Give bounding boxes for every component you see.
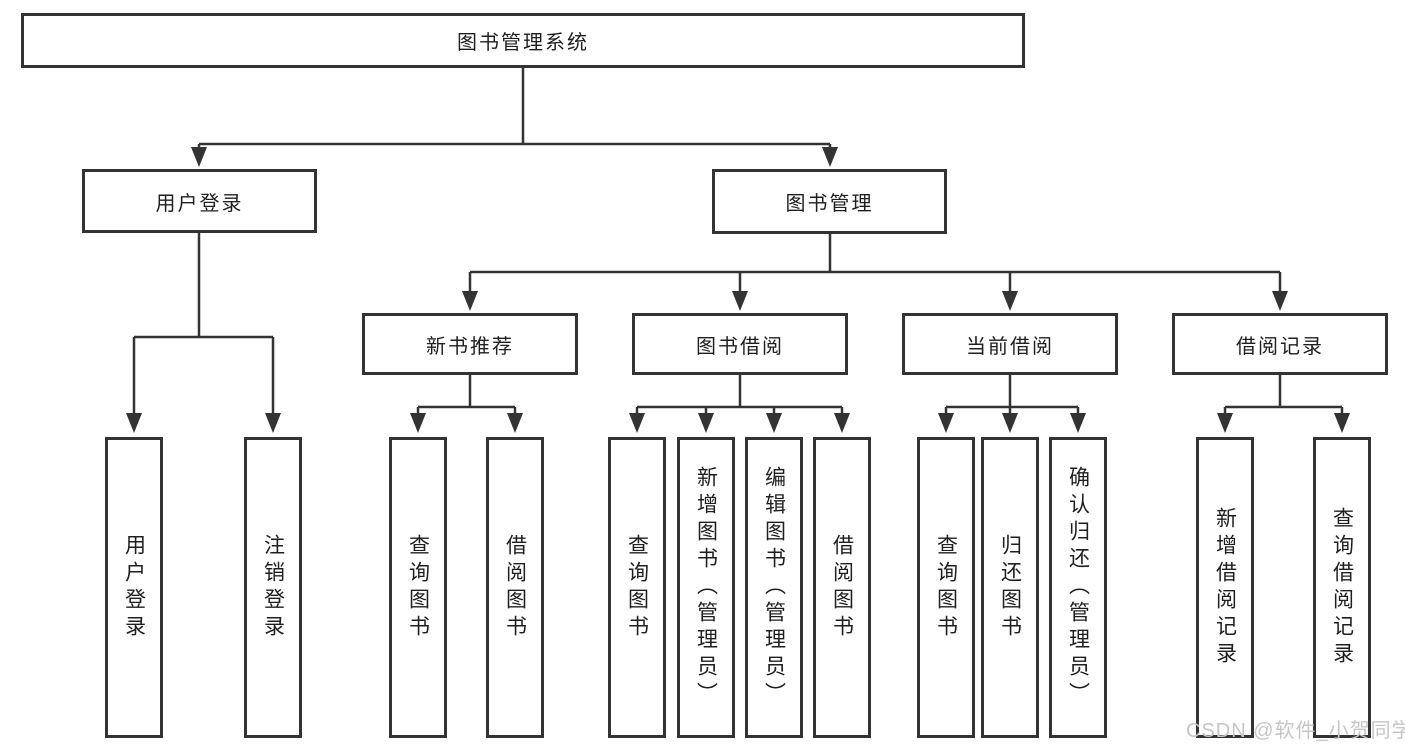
node-cb-return-label: 归还图书 <box>998 533 1022 642</box>
node-cb-query: 查询图书 <box>917 437 975 738</box>
node-user-login: 用户登录 <box>82 169 317 233</box>
node-borrow-record-label: 借阅记录 <box>1236 335 1324 358</box>
node-bb-edit-label: 编辑图书（管理员） <box>762 466 786 709</box>
node-nb-query-label: 查询图书 <box>406 533 430 642</box>
node-new-book: 新书推荐 <box>362 313 578 375</box>
node-nb-borrow-label: 借阅图书 <box>503 533 527 642</box>
node-login: 用户登录 <box>105 437 163 738</box>
node-bb-query: 查询图书 <box>608 437 666 738</box>
node-logout-label: 注销登录 <box>261 533 285 642</box>
node-current-borrow: 当前借阅 <box>902 313 1118 375</box>
node-book-borrow-label: 图书借阅 <box>696 335 784 358</box>
node-cb-confirm-label: 确认归还（管理员） <box>1066 466 1090 709</box>
node-bb-add-label: 新增图书（管理员） <box>694 466 718 709</box>
node-nb-query: 查询图书 <box>389 437 447 738</box>
node-bb-add: 新增图书（管理员） <box>677 437 735 738</box>
node-br-add-label: 新增借阅记录 <box>1213 506 1237 669</box>
node-br-add: 新增借阅记录 <box>1196 437 1254 738</box>
node-br-query-label: 查询借阅记录 <box>1330 506 1354 669</box>
node-root: 图书管理系统 <box>21 13 1025 68</box>
node-cb-confirm: 确认归还（管理员） <box>1049 437 1107 738</box>
node-book-borrow: 图书借阅 <box>632 313 848 375</box>
node-cb-return: 归还图书 <box>981 437 1039 738</box>
node-bb-borrow-label: 借阅图书 <box>830 533 854 642</box>
node-bb-borrow: 借阅图书 <box>813 437 871 738</box>
node-nb-borrow: 借阅图书 <box>486 437 544 738</box>
arrow-heads <box>126 147 1350 433</box>
node-current-borrow-label: 当前借阅 <box>966 335 1054 358</box>
node-book-mgmt-label: 图书管理 <box>785 193 874 215</box>
node-new-book-label: 新书推荐 <box>426 335 514 358</box>
node-login-label: 用户登录 <box>122 533 146 642</box>
node-bb-edit: 编辑图书（管理员） <box>745 437 803 738</box>
watermark: CSDN @软件_小贺同学 <box>1186 720 1405 742</box>
node-bb-query-label: 查询图书 <box>625 533 649 642</box>
node-logout: 注销登录 <box>244 437 302 738</box>
node-borrow-record: 借阅记录 <box>1172 313 1388 375</box>
node-book-mgmt: 图书管理 <box>712 169 947 234</box>
node-root-label: 图书管理系统 <box>457 32 589 54</box>
node-cb-query-label: 查询图书 <box>934 533 958 642</box>
node-user-login-label: 用户登录 <box>155 192 244 215</box>
node-br-query: 查询借阅记录 <box>1313 437 1371 738</box>
